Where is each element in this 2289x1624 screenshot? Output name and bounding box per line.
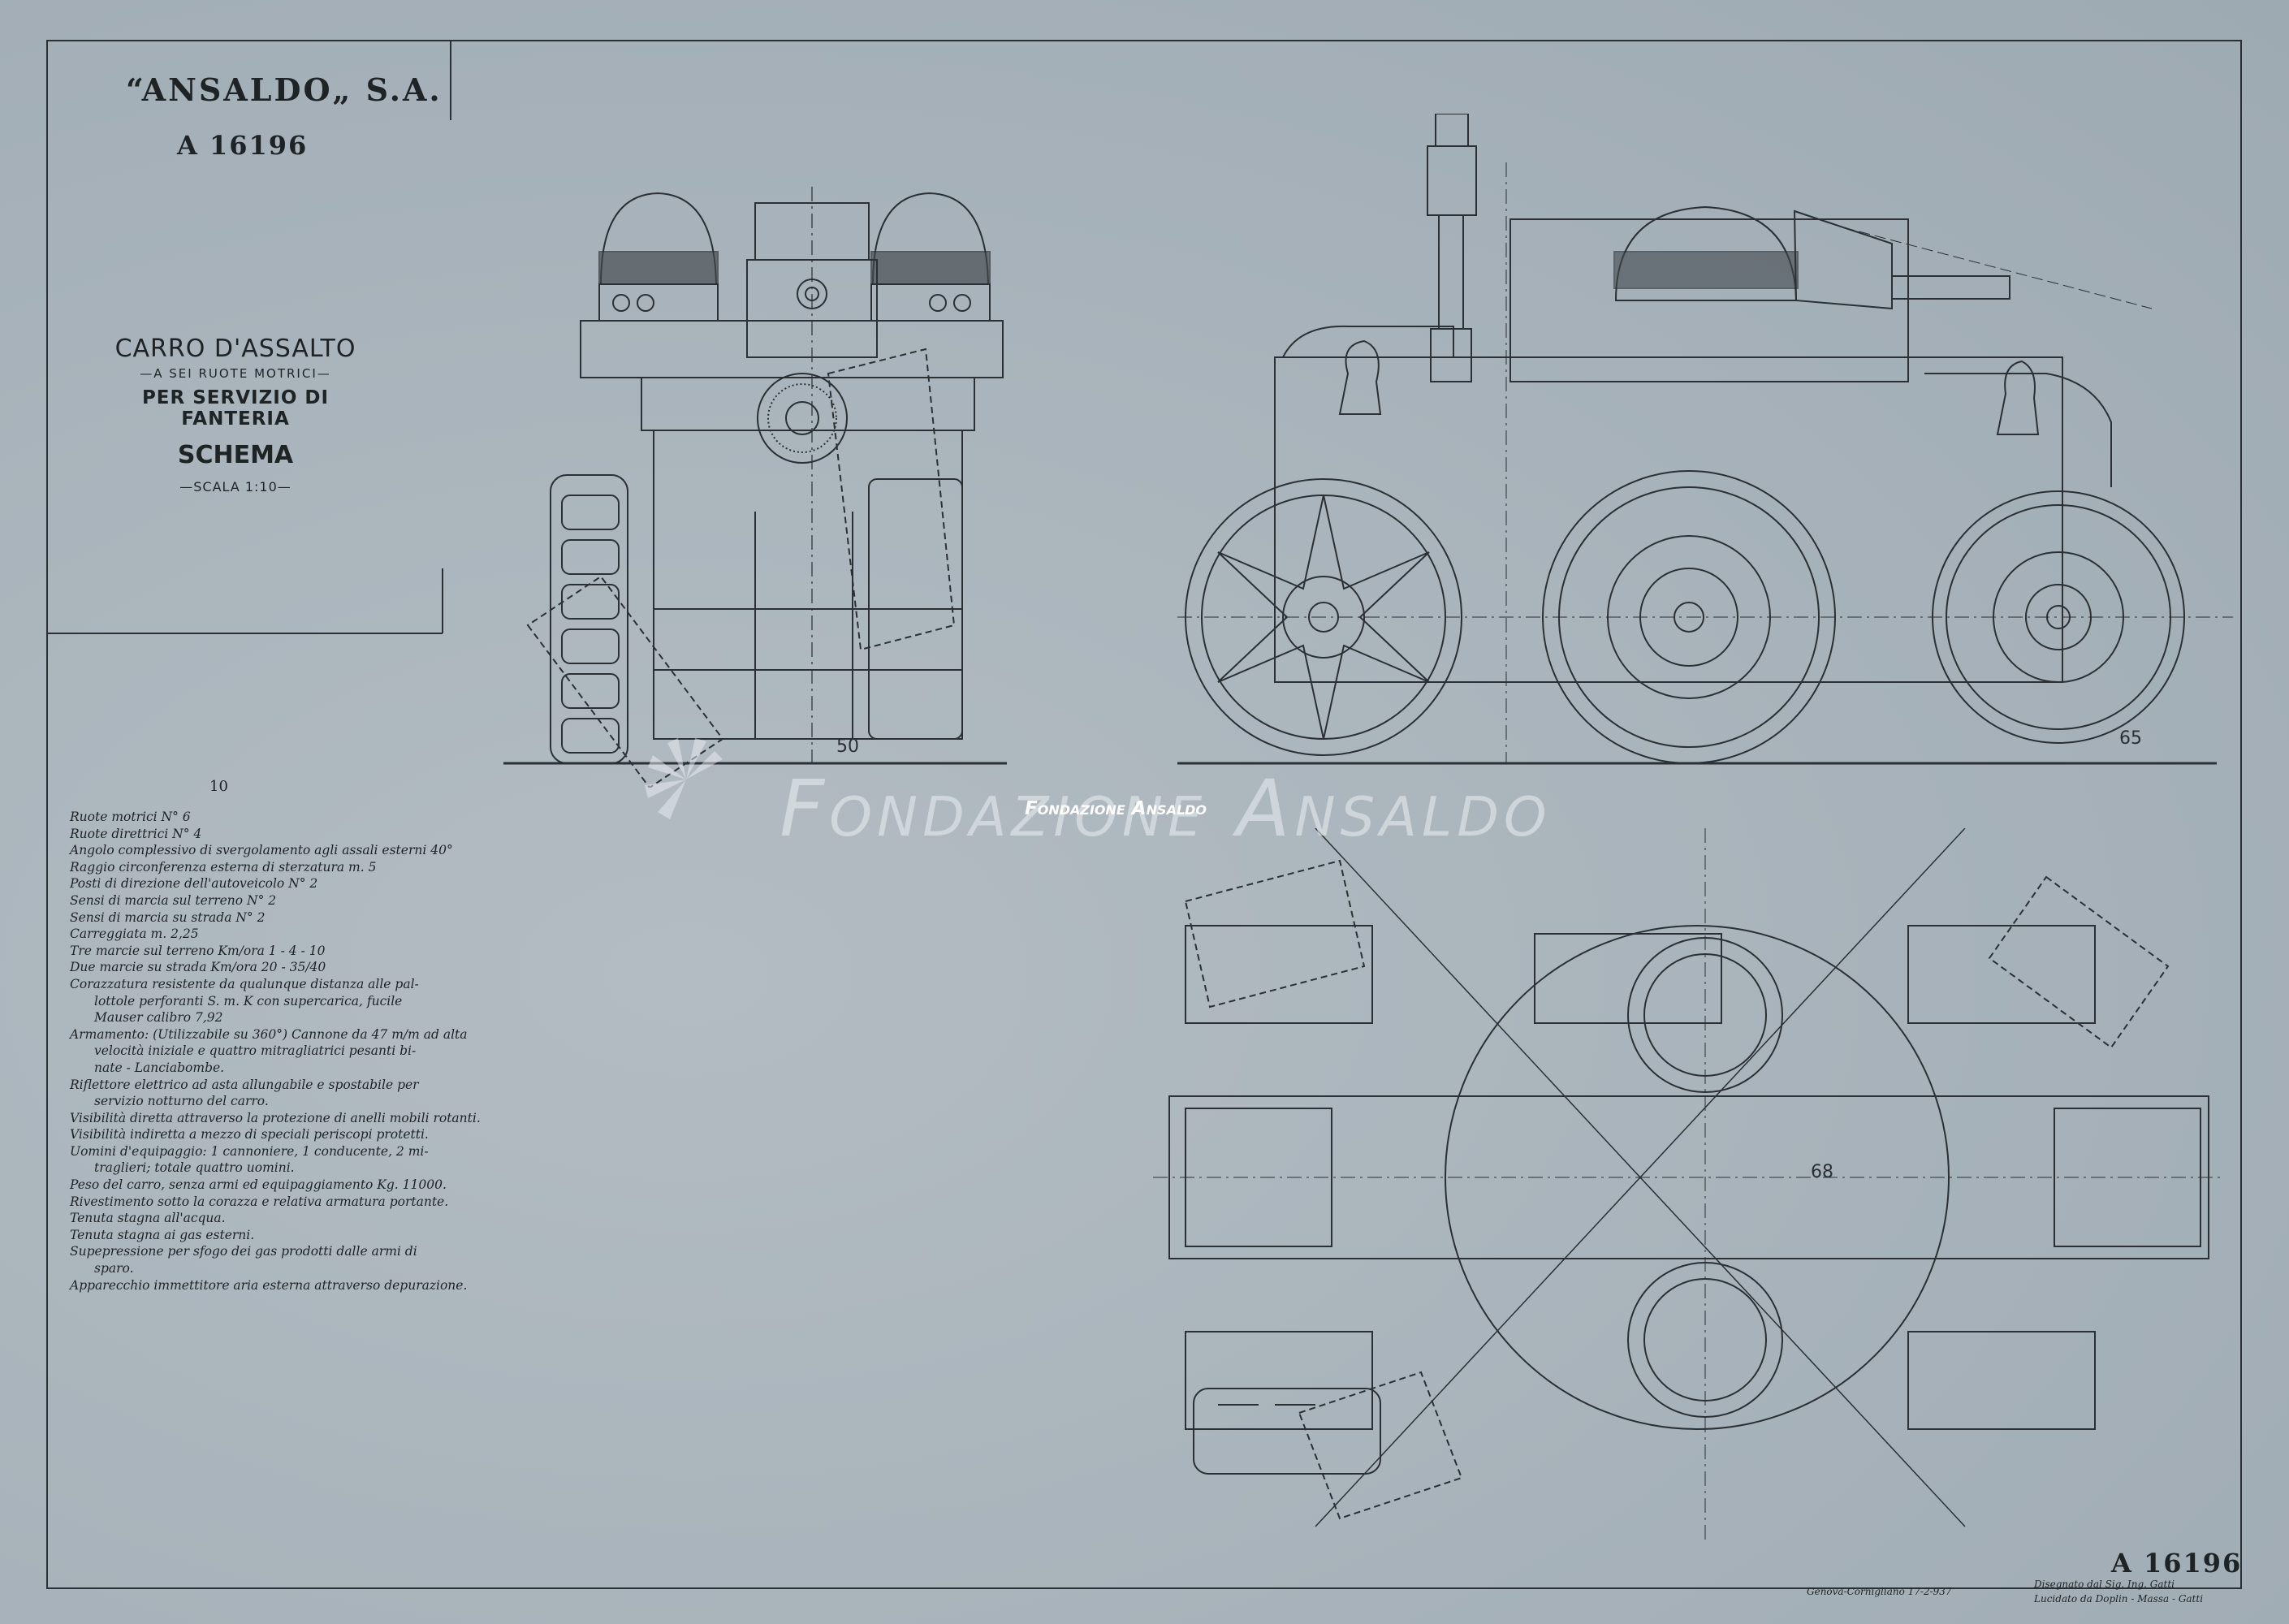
plan-view-drawing: 68 xyxy=(1153,828,2225,1543)
spec-line: traglieri; totale quattro uomini. xyxy=(94,1160,295,1176)
spec-line: lottole perforanti S. m. K con supercari… xyxy=(94,993,403,1009)
spec-line: servizio notturno del carro. xyxy=(94,1094,269,1109)
spec-line: nate - Lanciabombe. xyxy=(94,1060,225,1075)
drawing-number: A 16196 xyxy=(177,130,309,161)
spec-line: Mauser calibro 7,92 xyxy=(94,1010,223,1026)
spec-line: Riflettore elettrico ad asta allungabile… xyxy=(70,1077,419,1092)
spec-line: Supepressione per sfogo dei gas prodotti… xyxy=(70,1244,417,1259)
company-name: “ANSALDO„ S.A. xyxy=(126,71,443,108)
spec-line: Uomini d'equipaggio: 1 cannoniere, 1 con… xyxy=(70,1143,429,1159)
side-view-drawing: 65 xyxy=(1177,114,2233,765)
spec-line: velocità iniziale e quattro mitragliatri… xyxy=(94,1043,417,1059)
margin-dim-mark: 10 xyxy=(209,778,228,795)
spec-line: Peso del carro, senza armi ed equipaggia… xyxy=(70,1177,447,1193)
spec-line: Tre marcie sul terreno Km/ora 1 - 4 - 10 xyxy=(70,943,326,958)
title-block: CARRO D'ASSALTO —A SEI RUOTE MOTRICI— PE… xyxy=(114,335,357,495)
spec-line: Carreggiata m. 2,25 xyxy=(70,926,199,942)
spec-line: sparo. xyxy=(94,1261,134,1276)
signature-block: Disegnato dal Sig. Ing. Gatti Lucidato d… xyxy=(2034,1577,2203,1606)
spec-line: Raggio circonferenza esterna di sterzatu… xyxy=(70,859,377,875)
side-dim-mark: 65 xyxy=(2119,728,2142,749)
title-line-3: PER SERVIZIO DI FANTERIA xyxy=(141,387,330,430)
title-line-4: SCHEMA xyxy=(177,441,294,469)
spec-line: Sensi di marcia su strada N° 2 xyxy=(70,909,266,925)
title-line-5: —SCALA 1:10— xyxy=(179,479,292,495)
spec-line: Ruote direttrici N° 4 xyxy=(70,826,202,841)
plan-dim-mark: 68 xyxy=(1811,1162,1833,1182)
front-dim-mark: 50 xyxy=(836,736,859,757)
signature-line-1: Disegnato dal Sig. Ing. Gatti xyxy=(2034,1579,2175,1590)
spec-line: Tenuta stagna ai gas esterni. xyxy=(70,1227,255,1242)
spec-line: Angolo complessivo di svergolamento agli… xyxy=(70,843,453,858)
spec-line: Armamento: (Utilizzabile su 360°) Cannon… xyxy=(70,1026,468,1042)
front-view-drawing: 50 xyxy=(503,187,1007,788)
spec-line: Posti di direzione dell'autoveicolo N° 2 xyxy=(70,876,318,892)
watermark-text: Fondazione Ansaldo xyxy=(780,763,1552,854)
spec-line: Due marcie su strada Km/ora 20 - 35/40 xyxy=(70,960,326,975)
ansaldo-logo-icon xyxy=(645,738,723,819)
spec-line: Corazzatura resistente da qualunque dist… xyxy=(70,976,419,991)
signature-line-2: Lucidato da Doplin - Massa - Gatti xyxy=(2034,1593,2204,1605)
spec-line: Visibilità indiretta a mezzo di speciali… xyxy=(70,1127,429,1142)
title-line-2: —A SEI RUOTE MOTRICI— xyxy=(140,366,331,381)
spec-line: Ruote motrici N° 6 xyxy=(70,810,191,824)
title-line-1: CARRO D'ASSALTO xyxy=(114,335,356,363)
spec-line: Tenuta stagna all'acqua. xyxy=(70,1211,226,1226)
watermark-label: Fondazione Ansaldo xyxy=(1025,798,1207,819)
drawing-date: Genova-Cornigliano 17-2-937 xyxy=(1807,1586,1952,1597)
drawing-number-footer: A 16196 xyxy=(2111,1548,2243,1579)
spec-line: Rivestimento sotto la corazza e relativa… xyxy=(70,1194,449,1209)
spec-line: Visibilità diretta attraverso la protezi… xyxy=(70,1110,481,1125)
specifications-list: Ruote motrici N° 6 Ruote direttrici N° 4 A… xyxy=(70,809,481,1294)
spec-line: Apparecchio immettitore aria esterna att… xyxy=(70,1277,468,1293)
spec-line: Sensi di marcia sul terreno N° 2 xyxy=(70,892,277,908)
